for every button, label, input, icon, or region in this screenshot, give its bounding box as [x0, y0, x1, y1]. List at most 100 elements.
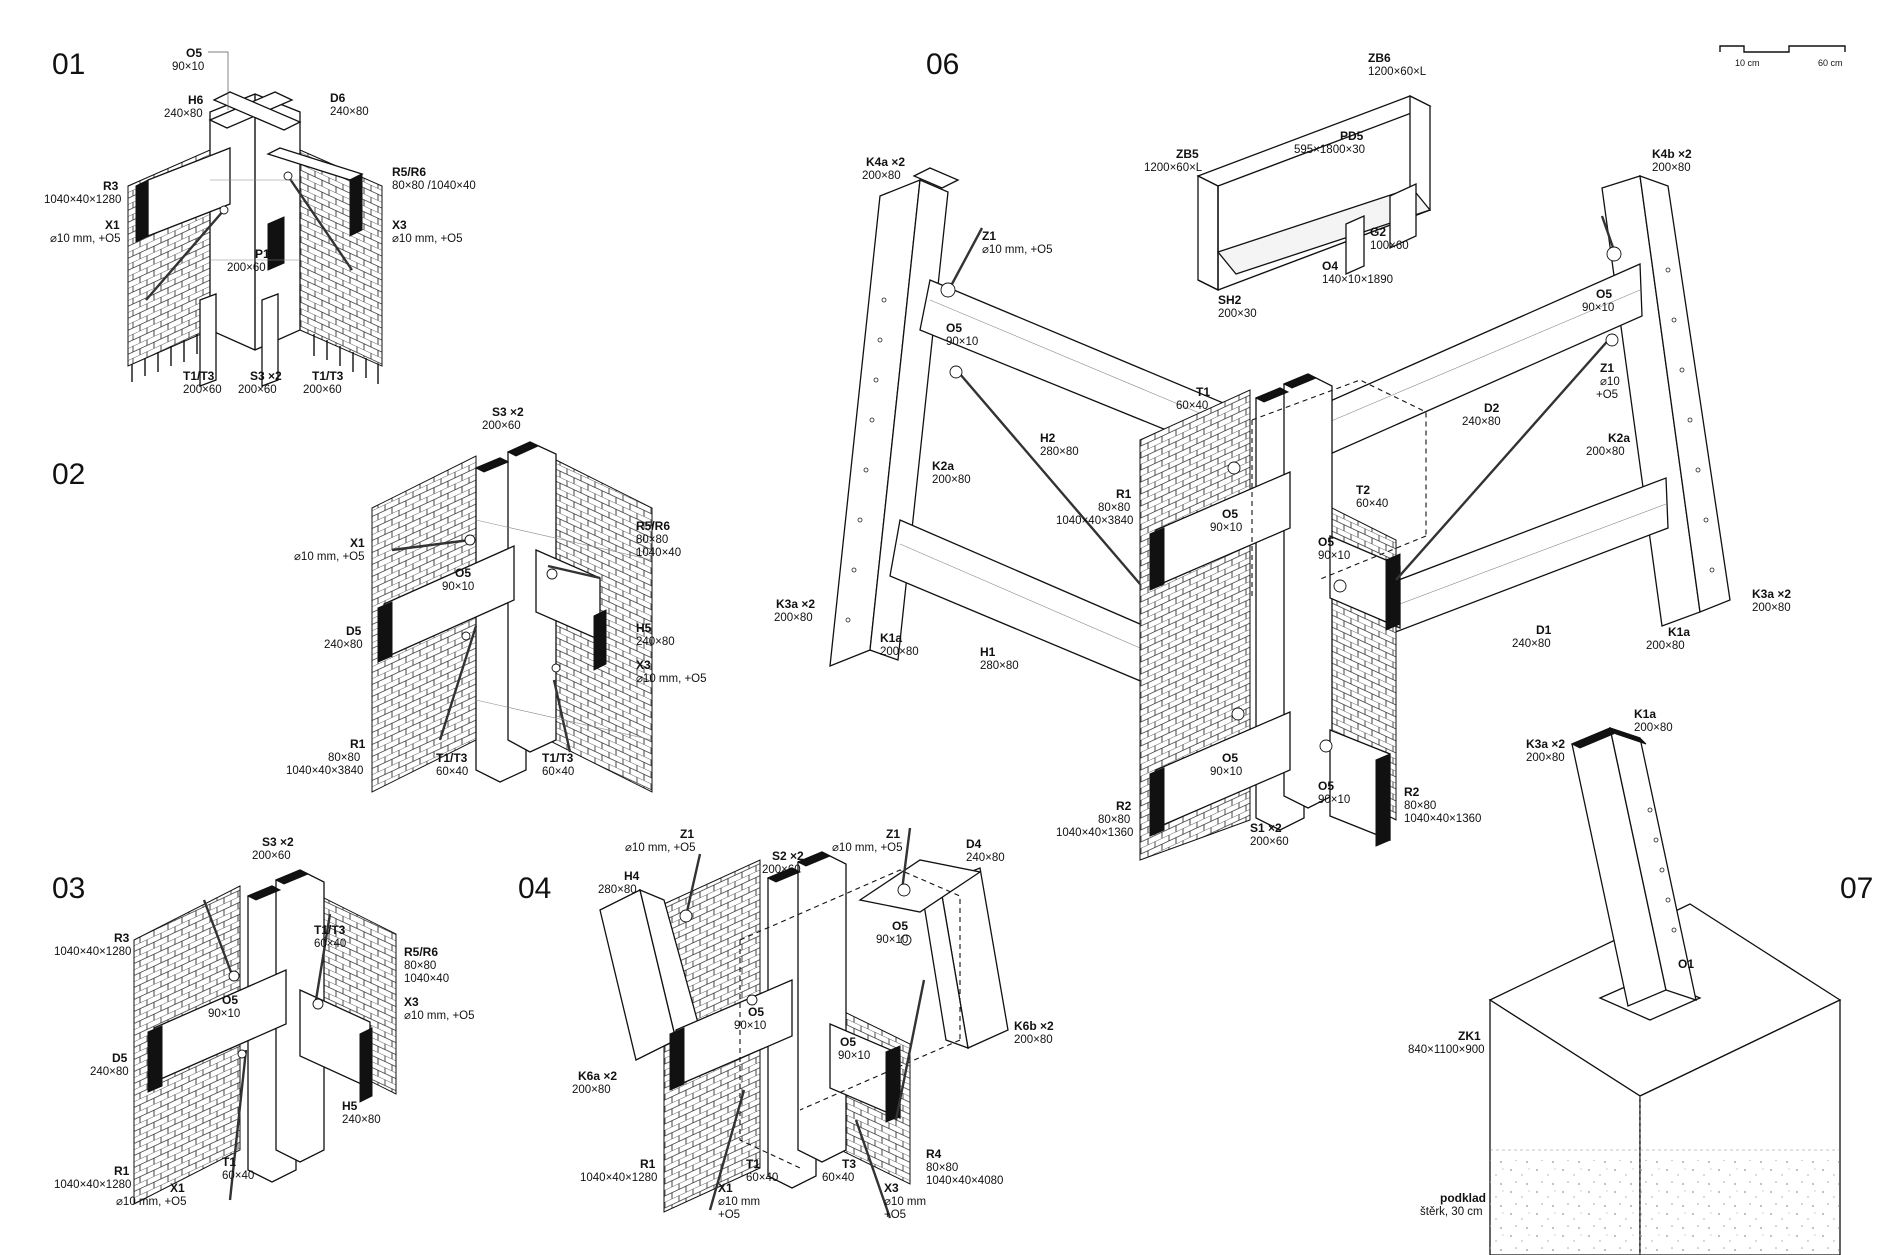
part-code: O5: [840, 1035, 856, 1049]
part-dimension: 280×80: [1040, 446, 1079, 458]
part-dimension: ⌀10 mm, +O5: [636, 673, 707, 685]
part-code: T1: [222, 1155, 236, 1169]
part-code: O4: [1322, 259, 1338, 273]
part-dimension: 200×60: [303, 384, 342, 396]
part-code: K6a ×2: [578, 1069, 617, 1083]
scale-label-right: 60 cm: [1818, 58, 1843, 68]
part-code: K3a ×2: [1526, 737, 1565, 751]
part-dimension: 1200×60×L: [1144, 162, 1203, 174]
part-code: X3: [884, 1181, 899, 1195]
part-code: D1: [1536, 623, 1552, 637]
part-code: O5: [186, 46, 202, 60]
panel-title-04: 04: [518, 872, 551, 905]
part-dimension: ⌀10 mm, +O5: [294, 551, 365, 563]
panel-title-06: 06: [926, 48, 959, 81]
part-dimension: 60×40: [436, 766, 468, 778]
part-code: R3: [114, 931, 130, 945]
part-dimension: 200×80: [1652, 162, 1691, 174]
part-dimension: ⌀10: [1600, 376, 1620, 388]
part-dimension: 240×80: [1512, 638, 1551, 650]
panel-03-drawing: [133, 869, 397, 1205]
part-dimension: 200×60: [252, 850, 291, 862]
panel-01-drawing: [127, 91, 383, 387]
part-dimension: 1040×40: [404, 973, 449, 985]
part-dimension: 240×80: [90, 1066, 129, 1078]
part-code: X3: [404, 995, 419, 1009]
part-dimension: 90×10: [208, 1008, 240, 1020]
part-dimension: 200×80: [1526, 752, 1565, 764]
part-dimension: 280×80: [980, 660, 1019, 672]
panel-07-drawing: [1488, 727, 1842, 1255]
part-code: O1: [1678, 957, 1694, 971]
part-dimension: ⌀10 mm: [718, 1196, 760, 1208]
part-dimension: ⌀10 mm, +O5: [392, 233, 463, 245]
part-code: R1: [1116, 487, 1132, 501]
part-dimension: 1040×40: [636, 547, 681, 559]
part-dimension: +O5: [1596, 389, 1618, 401]
part-dimension: 90×10: [876, 934, 908, 946]
part-dimension: 1040×40×1280: [580, 1172, 657, 1184]
part-code: R1: [114, 1164, 130, 1178]
part-dimension: 80×80 /1040×40: [392, 180, 476, 192]
part-code: K1a: [1634, 707, 1656, 721]
part-dimension: ⌀10 mm, +O5: [832, 842, 903, 854]
part-code: H6: [188, 93, 204, 107]
part-dimension: 1040×40×1280: [44, 194, 121, 206]
part-code: T1: [746, 1157, 760, 1171]
part-code: Z1: [1600, 361, 1614, 375]
part-dimension: 1040×40×1280: [54, 946, 131, 958]
label-X1: X1⌀10 mm, +O5: [50, 218, 121, 245]
part-dimension: 90×10: [442, 581, 474, 593]
part-code: K1a: [1668, 625, 1690, 639]
part-code: R3: [103, 179, 119, 193]
part-dimension: 200×80: [862, 170, 901, 182]
part-code: O5: [892, 919, 908, 933]
part-dimension: 90×10: [1318, 794, 1350, 806]
part-dimension: 90×10: [172, 61, 204, 73]
part-code: S3 ×2: [262, 835, 294, 849]
part-dimension: 240×80: [342, 1114, 381, 1126]
part-code: K6b ×2: [1014, 1019, 1054, 1033]
part-dimension: 200×80: [774, 612, 813, 624]
part-dimension: 200×80: [1752, 602, 1791, 614]
part-code: D5: [346, 624, 362, 638]
panel-title-02: 02: [52, 458, 85, 491]
part-dimension: 60×40: [222, 1170, 254, 1182]
part-code: K1a: [880, 631, 902, 645]
part-dimension: 90×10: [1318, 550, 1350, 562]
label-X3: X3⌀10 mm, +O5: [392, 218, 463, 245]
part-code: O5: [946, 321, 962, 335]
part-dimension: 200×60: [482, 420, 521, 432]
part-code: O5: [1318, 779, 1334, 793]
part-code: X3: [392, 218, 407, 232]
label-Z1-a: Z1⌀10 mm, +O5: [625, 827, 696, 854]
part-code: K3a ×2: [1752, 587, 1791, 601]
part-code: Z1: [680, 827, 694, 841]
part-dimension: ⌀10 mm: [884, 1196, 926, 1208]
